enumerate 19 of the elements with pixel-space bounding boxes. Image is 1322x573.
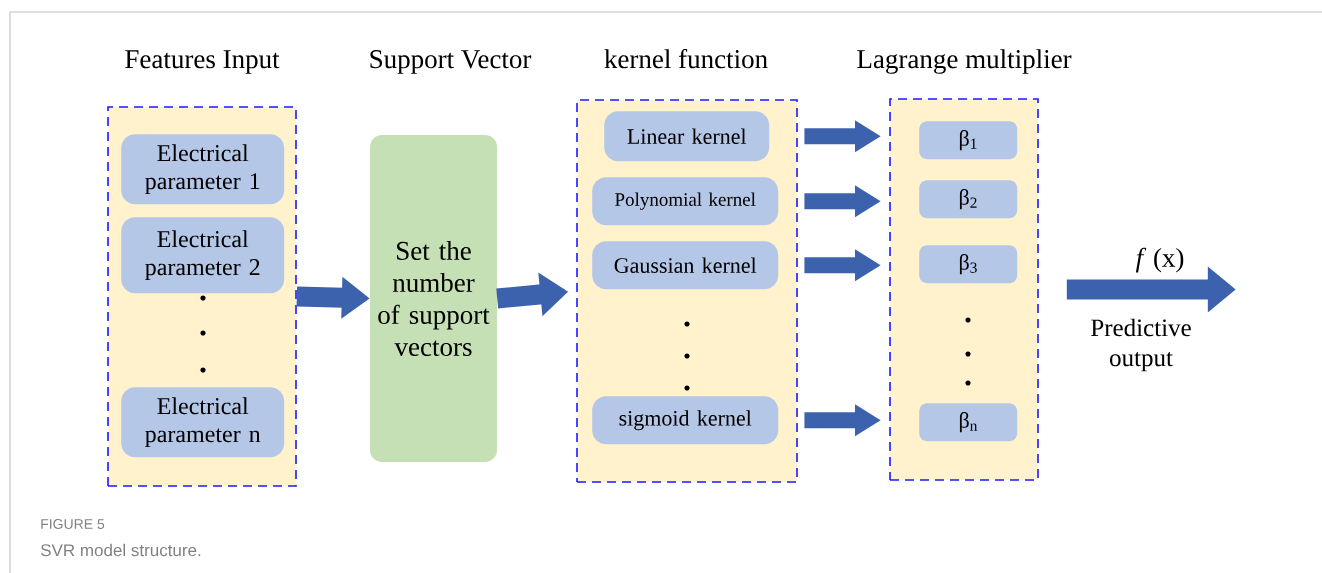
- parameter-box: Electrical parameter n: [121, 387, 285, 458]
- kernel-box: sigmoid kernel: [592, 396, 779, 445]
- kernel-box: Linear kernel: [604, 111, 770, 162]
- parameter-box: Electrical parameter 1: [121, 134, 285, 205]
- multiplier-box: β$_{1}$: [919, 121, 1018, 160]
- output-label: Predictive output: [1091, 318, 1191, 372]
- figure-number: FIGURE 5: [41, 519, 105, 529]
- column-heading: Features Input: [125, 50, 280, 74]
- caption: SVR model structure.: [40, 543, 201, 557]
- kernel-box: Polynomial kernel: [592, 177, 779, 226]
- multiplier-box: β$_{2}$: [919, 180, 1018, 219]
- multiplier-box: β$_{n}$: [919, 403, 1018, 442]
- process-box: Set the number of support vectors: [370, 135, 497, 462]
- column-heading: kernel function: [604, 49, 768, 69]
- column-heading: Lagrange multiplier: [857, 49, 1072, 74]
- parameter-box: Electrical parameter 2: [121, 217, 285, 294]
- column-heading: Support Vector: [370, 50, 532, 74]
- kernel-box: Gaussian kernel: [592, 241, 779, 290]
- multiplier-box: β$_{3}$: [919, 245, 1018, 284]
